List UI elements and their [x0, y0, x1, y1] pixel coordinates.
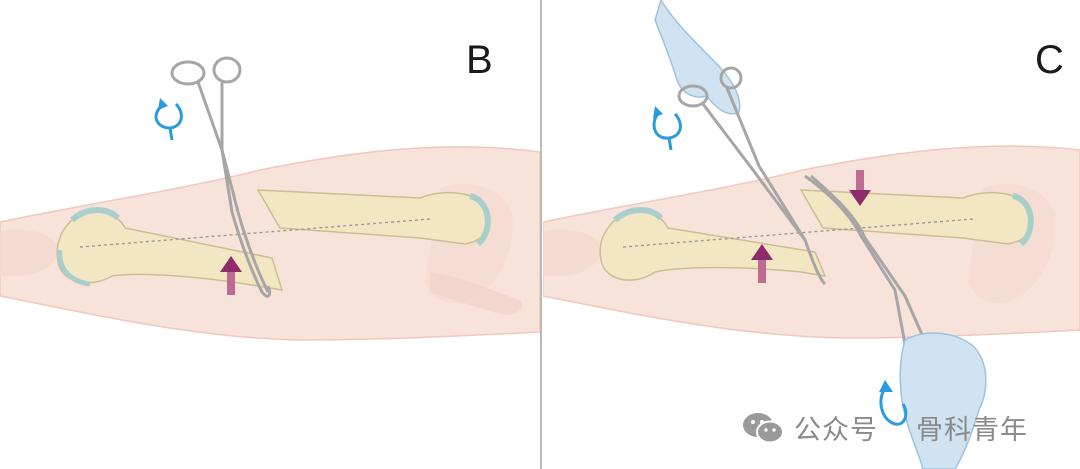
watermark: 公众号 骨科青年 [742, 408, 1028, 447]
limb-skin [0, 146, 540, 341]
alignment-line [79, 218, 431, 248]
rotate-arrow-icon [154, 102, 183, 141]
wechat-icon [743, 412, 784, 443]
distal-bone-fragment [599, 207, 827, 281]
gloved-hand-icon [899, 332, 987, 469]
push-arrow-icon [220, 256, 242, 295]
panel-b-illustration [0, 56, 540, 341]
forceps-icon [677, 66, 827, 286]
forceps-icon [170, 56, 272, 298]
background-pelvis [430, 272, 523, 315]
watermark-name: 骨科青年 [916, 415, 1028, 446]
limb-skin [543, 145, 1080, 339]
background-knee [0, 229, 59, 276]
push-arrow-icon [751, 244, 773, 283]
panel-label-b: B [466, 38, 493, 82]
background-knee [543, 229, 602, 276]
watermark-account: 公众号 [794, 415, 878, 446]
panel-divider [540, 0, 542, 469]
panel-b: B [0, 38, 540, 341]
rotate-arrow-icon [879, 387, 908, 426]
panel-c-illustration [543, 0, 1080, 469]
gloved-hand-icon [654, 0, 741, 115]
panel-c [543, 0, 1080, 469]
panel-label-c: C [1035, 38, 1064, 82]
push-arrow-icon [849, 170, 871, 206]
proximal-bone-fragment [256, 189, 491, 247]
rotate-arrow-icon [652, 111, 682, 151]
